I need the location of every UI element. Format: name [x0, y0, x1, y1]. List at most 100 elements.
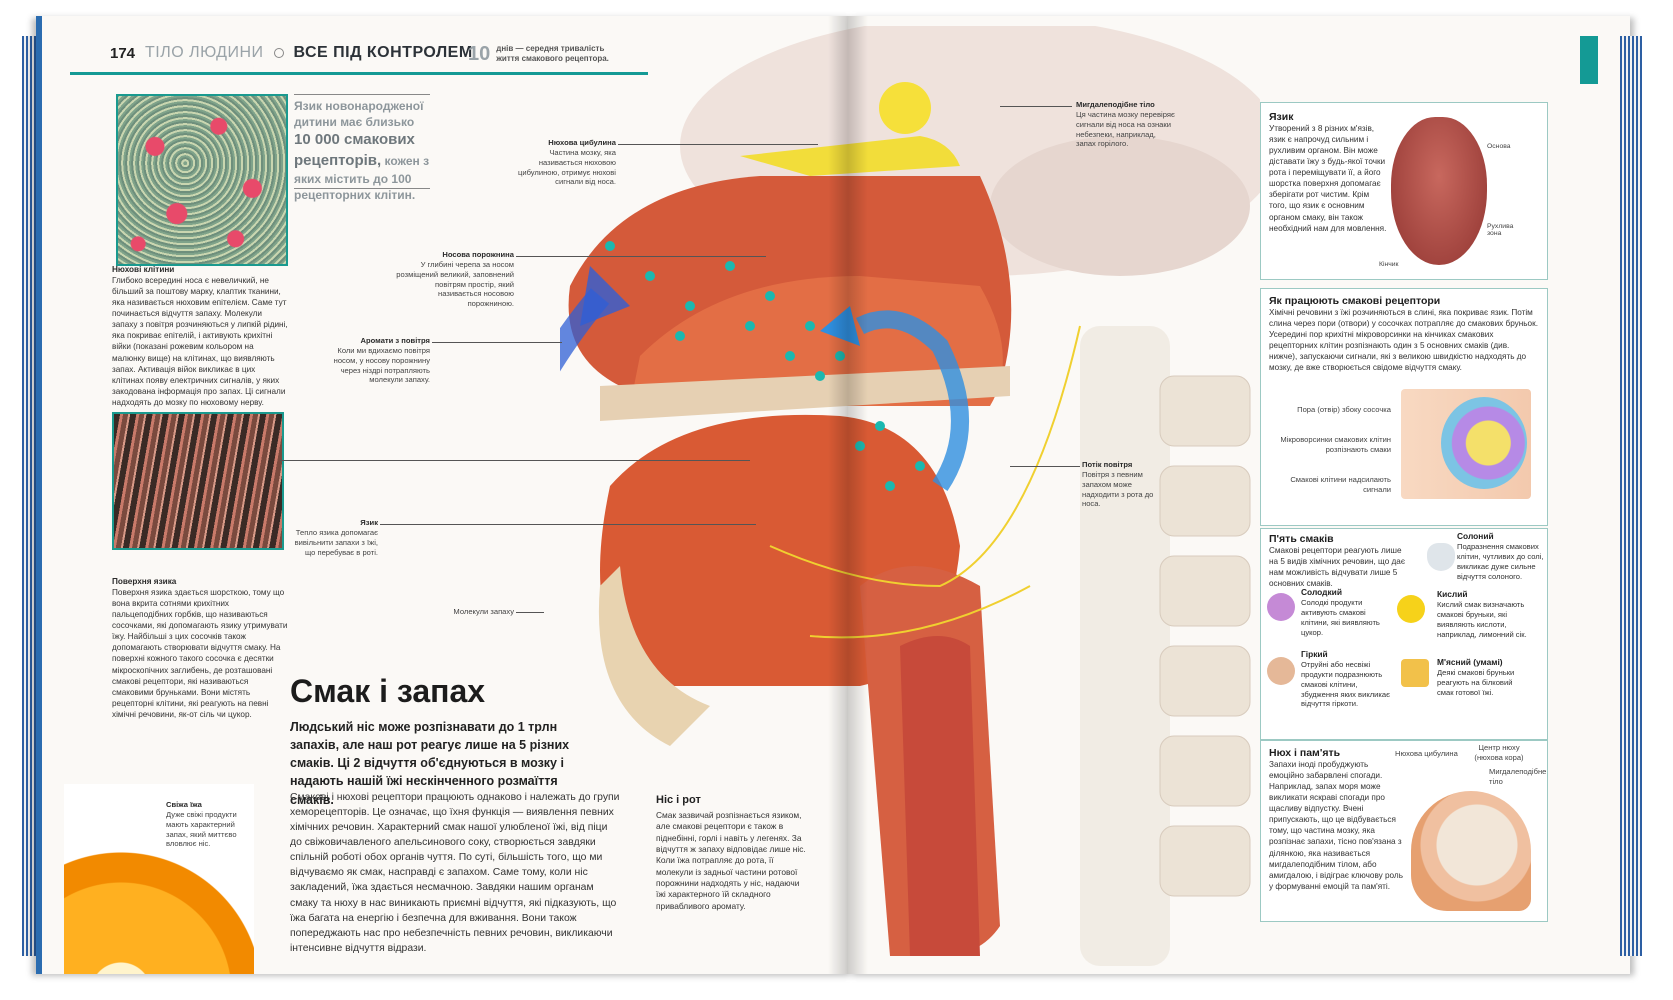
tongue-surface-caption: Поверхня язика Поверхня язика здається ш…: [112, 576, 288, 720]
callout-airflow-text: Повітря з певним запахом може надходити …: [1082, 469, 1154, 509]
taste-sour: Кислий Кислий смак визначають смакові бр…: [1437, 589, 1527, 639]
callout-olfactory-bulb-text: Частина мозку, яка називається нюховою ц…: [518, 147, 616, 187]
taste-salty-text: Подразнення смакових клітин, чутливих до…: [1457, 541, 1544, 581]
pullquote-rule-top: [294, 94, 430, 95]
callout-line: [618, 144, 818, 145]
bulb-label: Нюхова цибулина: [1395, 749, 1458, 758]
chapter-title: ВСЕ ПІД КОНТРОЛЕМ: [293, 44, 473, 61]
tongue-panel-title: Язик: [1269, 111, 1294, 123]
fact-number: 10: [468, 43, 491, 65]
nose-mouth-title: Ніс і рот: [656, 794, 701, 806]
olfactory-cells-title: Нюхові клітини: [112, 265, 175, 274]
pullquote: Язик новонародженої дитини має близько 1…: [294, 98, 430, 203]
olfactory-cells-caption: Нюхові клітини Глибоко всередині носа є …: [112, 264, 288, 408]
callout-line: [516, 256, 766, 257]
callout-amygdala-text: Ця частина мозку перевіряє сигнали від н…: [1076, 109, 1175, 149]
taste-bitter-text: Отруйні або несвіжі продукти подразнюють…: [1301, 659, 1390, 709]
callout-fresh-food-text: Дуже свіжі продукти мають характерний за…: [166, 809, 237, 849]
olfactory-cells-text: Глибоко всередині носа є невеличкий, не …: [112, 276, 288, 407]
callout-amygdala: Мигдалеподібне тіло Ця частина мозку пер…: [1076, 100, 1176, 149]
smell-memory-panel: Нюх і пам'ять Запахи іноді пробуджують е…: [1260, 740, 1548, 922]
callout-line: [380, 524, 756, 525]
callout-olfactory-bulb: Нюхова цибулина Частина мозку, яка назив…: [518, 138, 616, 187]
right-tab-marker: [1580, 36, 1598, 84]
book-gutter: [828, 16, 868, 974]
taste-sweet-text: Солодкі продукти активують смакові кліти…: [1301, 597, 1380, 637]
callout-line: [280, 460, 750, 461]
pullquote-highlight: 10 000 смакових рецепторів,: [294, 131, 415, 169]
mushroom-icon: [1267, 657, 1295, 685]
head-profile-illustration: [1411, 791, 1531, 911]
tastes-title: П'ять смаків: [1269, 533, 1334, 545]
tongue-tip-label: Кінчик: [1379, 261, 1399, 268]
callout-line: [432, 342, 562, 343]
callout-nasal-cavity-title: Носова порожнина: [442, 250, 514, 259]
nose-mouth-box: Ніс і рот Смак зазвичай розпізнається яз…: [656, 794, 806, 912]
callout-aromas-title: Аромати з повітря: [360, 336, 430, 345]
taste-bitter: Гіркий Отруйні або несвіжі продукти подр…: [1301, 649, 1391, 709]
fact-box: 10 днів — середня тривалість життя смако…: [468, 44, 628, 65]
taste-bitter-title: Гіркий: [1301, 649, 1328, 659]
callout-tongue: Язик Тепло язика допомагає вивільнити за…: [290, 518, 378, 557]
microvilli-label: Мікроворсинки смакових клітин розпізнают…: [1280, 435, 1391, 454]
header-rule: [70, 72, 648, 75]
salt-shaker-icon: [1427, 543, 1455, 571]
callout-line: [516, 612, 544, 613]
pullquote-line1: Язик новонародженої дитини має близько: [294, 99, 424, 130]
nose-mouth-text: Смак зазвичай розпізнається язиком, але …: [656, 810, 806, 911]
lemon-icon: [1397, 595, 1425, 623]
taste-bud-core: [1441, 397, 1527, 489]
tongue-mobile-label: Рухлива зона: [1487, 223, 1514, 237]
intro-text: Людський ніс може розпізнавати до 1 трлн…: [290, 720, 570, 807]
tongue-base-label: Основа: [1487, 143, 1511, 150]
pullquote-line2: кожен з яких містить до 100 рецепторних …: [294, 153, 430, 203]
pore-label: Пора (отвір) збоку сосочка: [1297, 405, 1391, 414]
taste-sour-text: Кислий смак визначають смакові бруньки, …: [1437, 599, 1527, 639]
pullquote-rule-bottom: [294, 188, 430, 189]
callout-molecules-text: Молекули запаху: [453, 607, 514, 616]
page-number: 174: [110, 44, 136, 62]
fact-text: днів — середня тривалість життя смаковог…: [496, 44, 609, 64]
section-title: ТІЛО ЛЮДИНИ: [145, 44, 264, 61]
taste-sour-title: Кислий: [1437, 589, 1468, 599]
tastes-text: Смакові рецептори реагують лише на 5 вид…: [1269, 546, 1406, 589]
cells-signal-label: Смакові клітини надсилають сигнали: [1290, 475, 1391, 494]
tongue-illustration: [1391, 117, 1487, 265]
body-text: Смакові і нюхові рецептори працюють одна…: [290, 792, 620, 954]
circle-bullet-icon: [273, 48, 284, 58]
tongue-surface-title: Поверхня язика: [112, 577, 177, 586]
callout-line: [1000, 106, 1072, 107]
page-edge-right: [1620, 36, 1642, 956]
tongue-panel: Язик Утворений з 8 різних м'язів, язик є…: [1260, 102, 1548, 280]
head-anatomy-illustration: [560, 26, 1260, 966]
callout-olfactory-bulb-title: Нюхова цибулина: [548, 138, 616, 147]
candy-icon: [1267, 593, 1295, 621]
callout-airflow: Потік повітря Повітря з певним запахом м…: [1082, 460, 1162, 509]
fries-icon: [1401, 659, 1429, 687]
taste-salty-title: Солоний: [1457, 531, 1494, 541]
callout-line: [1010, 466, 1080, 467]
taste-receptors-panel: Як працюють смакові рецептори Хімічні ре…: [1260, 288, 1548, 526]
taste-umami: М'ясний (умамі) Деякі смакові бруньки ре…: [1437, 657, 1527, 698]
callout-aromas-text: Коли ми вдихаємо повітря носом, у носову…: [333, 345, 430, 385]
taste-bud-illustration: [1401, 389, 1531, 499]
callout-fresh-food-title: Свіжа їжа: [166, 800, 202, 809]
page-header: 174 ТІЛО ЛЮДИНИ ВСЕ ПІД КОНТРОЛЕМ: [110, 36, 473, 70]
callout-amygdala-title: Мигдалеподібне тіло: [1076, 100, 1155, 109]
five-tastes-panel: П'ять смаків Смакові рецептори реагують …: [1260, 528, 1548, 740]
smell-center-label: Центр нюху (нюхова кора): [1474, 743, 1524, 762]
callout-nasal-cavity-text: У глибині черепа за носом розміщений вел…: [396, 259, 514, 309]
callout-tongue-text: Тепло язика допомагає вивільнити запахи …: [294, 527, 378, 557]
taste-sweet: Солодкий Солодкі продукти активують смак…: [1301, 587, 1391, 637]
taste-salty: Солоний Подразнення смакових клітин, чут…: [1457, 531, 1547, 581]
olfactory-cells-photo: [116, 94, 288, 266]
orange-image: [64, 784, 254, 974]
smell-memory-text: Запахи іноді пробуджують емоційно забарв…: [1269, 760, 1403, 891]
callout-nasal-cavity: Носова порожнина У глибині черепа за нос…: [390, 250, 514, 309]
taste-umami-text: Деякі смакові бруньки реагують на білков…: [1437, 667, 1515, 697]
page-edge-left: [22, 36, 38, 956]
callout-tongue-title: Язик: [360, 518, 378, 527]
page-title: Смак і запах: [290, 673, 486, 709]
callout-molecules: Молекули запаху: [440, 607, 514, 617]
tongue-panel-text: Утворений з 8 різних м'язів, язик є напр…: [1269, 124, 1387, 233]
